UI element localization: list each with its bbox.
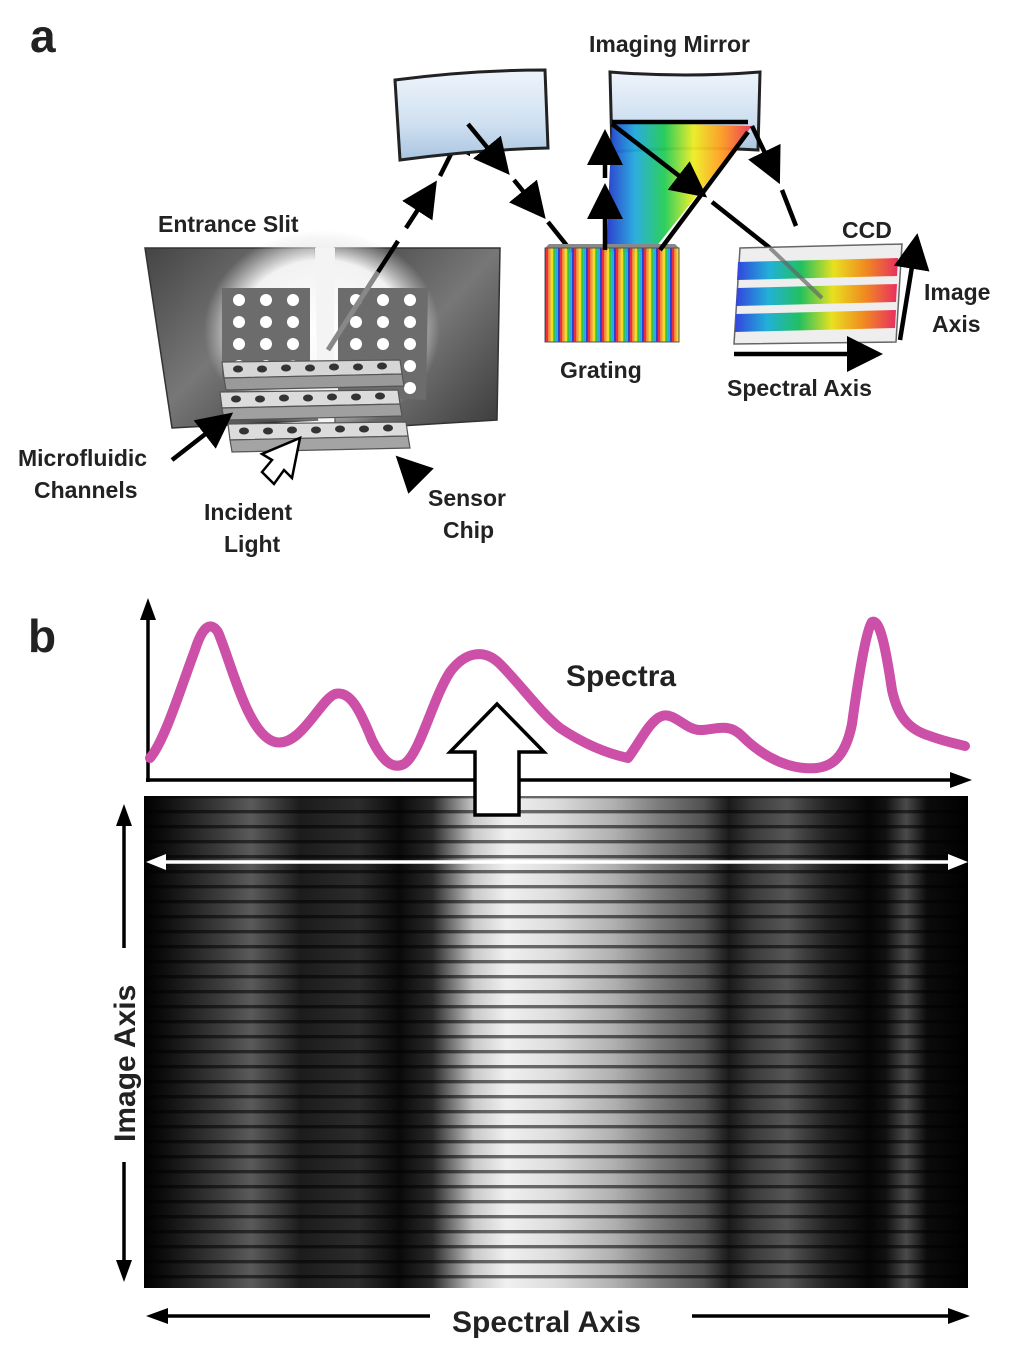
spectrum-curve xyxy=(145,616,970,774)
diffraction-grating xyxy=(544,244,680,343)
incident-light-arrow xyxy=(259,435,302,486)
spectral-axis-label-a: Spectral Axis xyxy=(727,375,872,401)
spectrum-axes xyxy=(140,598,972,788)
incident-light-label-1: Incident xyxy=(204,499,293,525)
image-axis-label-b: Image Axis xyxy=(109,985,142,1142)
image-axis-arrow-a xyxy=(893,233,930,341)
ccd-image xyxy=(144,796,968,1288)
entrance-slit-label: Entrance Slit xyxy=(158,211,299,237)
spectral-axis-arrow-b xyxy=(146,1308,970,1324)
image-axis-arrow-b xyxy=(116,804,132,1282)
slit-dot-array-left xyxy=(222,288,310,382)
ccd-sensor xyxy=(733,243,903,345)
image-axis-label-a-2: Axis xyxy=(932,311,981,337)
dispersion-fan xyxy=(606,122,752,252)
imaging-mirror-label: Imaging Mirror xyxy=(589,31,750,57)
incident-light-label-2: Light xyxy=(224,531,281,557)
panel-b-letter: b xyxy=(28,610,56,662)
light-path-to-ccd xyxy=(610,122,799,250)
sensor-chip-label-2: Chip xyxy=(443,517,494,543)
ccd-row-double-arrow xyxy=(146,854,968,870)
panel-a-letter: a xyxy=(30,10,56,62)
spectra-label: Spectra xyxy=(566,660,676,693)
microfluidic-label-1: Microfluidic xyxy=(18,445,147,471)
projection-up-arrow xyxy=(445,701,549,817)
spectral-axis-label-b: Spectral Axis xyxy=(452,1306,641,1339)
microfluidic-label-2: Channels xyxy=(34,477,138,503)
ccd-label: CCD xyxy=(842,217,892,243)
image-axis-label-a-1: Image xyxy=(924,279,990,305)
grating-label: Grating xyxy=(560,357,642,383)
sensor-chip-pointer-arrow xyxy=(395,455,434,494)
collimating-mirror xyxy=(393,68,550,162)
sensor-chip xyxy=(219,359,411,453)
sensor-chip-label-1: Sensor xyxy=(428,485,506,511)
microfluidic-pointer-arrow xyxy=(170,412,234,462)
